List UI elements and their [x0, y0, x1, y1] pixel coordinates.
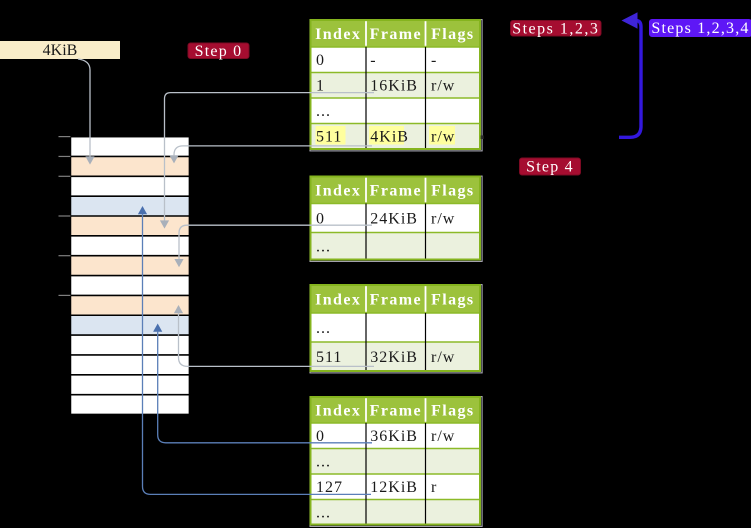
svg-text:0: 0 [316, 52, 325, 69]
svg-text:4KiB: 4KiB [370, 129, 409, 146]
svg-text:16KiB: 16KiB [370, 78, 418, 95]
svg-text:Frame: Frame [370, 183, 422, 200]
svg-text:Index: Index [315, 26, 361, 43]
svg-text:Flags: Flags [431, 292, 474, 309]
svg-text:...: ... [316, 238, 331, 255]
svg-text:...: ... [316, 454, 331, 471]
svg-text:Index: Index [315, 292, 361, 309]
svg-text:511: 511 [316, 349, 342, 366]
svg-text:1: 1 [316, 78, 325, 95]
svg-text:-: - [370, 52, 376, 69]
svg-text:Steps 1,2,3,4: Steps 1,2,3,4 [651, 20, 749, 37]
svg-text:r/w: r/w [431, 129, 455, 146]
svg-text:Index: Index [315, 183, 361, 200]
svg-text:r/w: r/w [431, 428, 455, 445]
svg-text:Flags: Flags [431, 183, 474, 200]
svg-text:36KiB: 36KiB [370, 428, 418, 445]
svg-text:...: ... [316, 320, 331, 337]
svg-text:-: - [431, 52, 437, 69]
svg-text:12KiB: 12KiB [370, 479, 418, 496]
svg-text:Steps 1,2,3: Steps 1,2,3 [512, 21, 599, 38]
svg-text:r/w: r/w [431, 349, 455, 366]
svg-text:r/w: r/w [431, 210, 455, 227]
svg-text:127: 127 [316, 479, 343, 496]
svg-text:0: 0 [316, 210, 325, 227]
svg-text:4KiB: 4KiB [43, 42, 78, 59]
svg-text:Frame: Frame [370, 403, 422, 420]
svg-text:Flags: Flags [431, 26, 474, 43]
svg-text:Flags: Flags [431, 403, 474, 420]
svg-text:511: 511 [316, 129, 342, 146]
svg-text:Step 4: Step 4 [526, 159, 574, 176]
svg-text:...: ... [316, 103, 331, 120]
svg-text:Frame: Frame [370, 26, 422, 43]
svg-text:32KiB: 32KiB [370, 349, 418, 366]
svg-text:24KiB: 24KiB [370, 210, 418, 227]
svg-text:r/w: r/w [431, 78, 455, 95]
svg-text:Index: Index [315, 403, 361, 420]
svg-text:...: ... [316, 504, 331, 521]
svg-text:Frame: Frame [370, 292, 422, 309]
svg-text:0: 0 [316, 428, 325, 445]
svg-text:r: r [431, 479, 437, 496]
svg-text:Step 0: Step 0 [195, 43, 243, 60]
